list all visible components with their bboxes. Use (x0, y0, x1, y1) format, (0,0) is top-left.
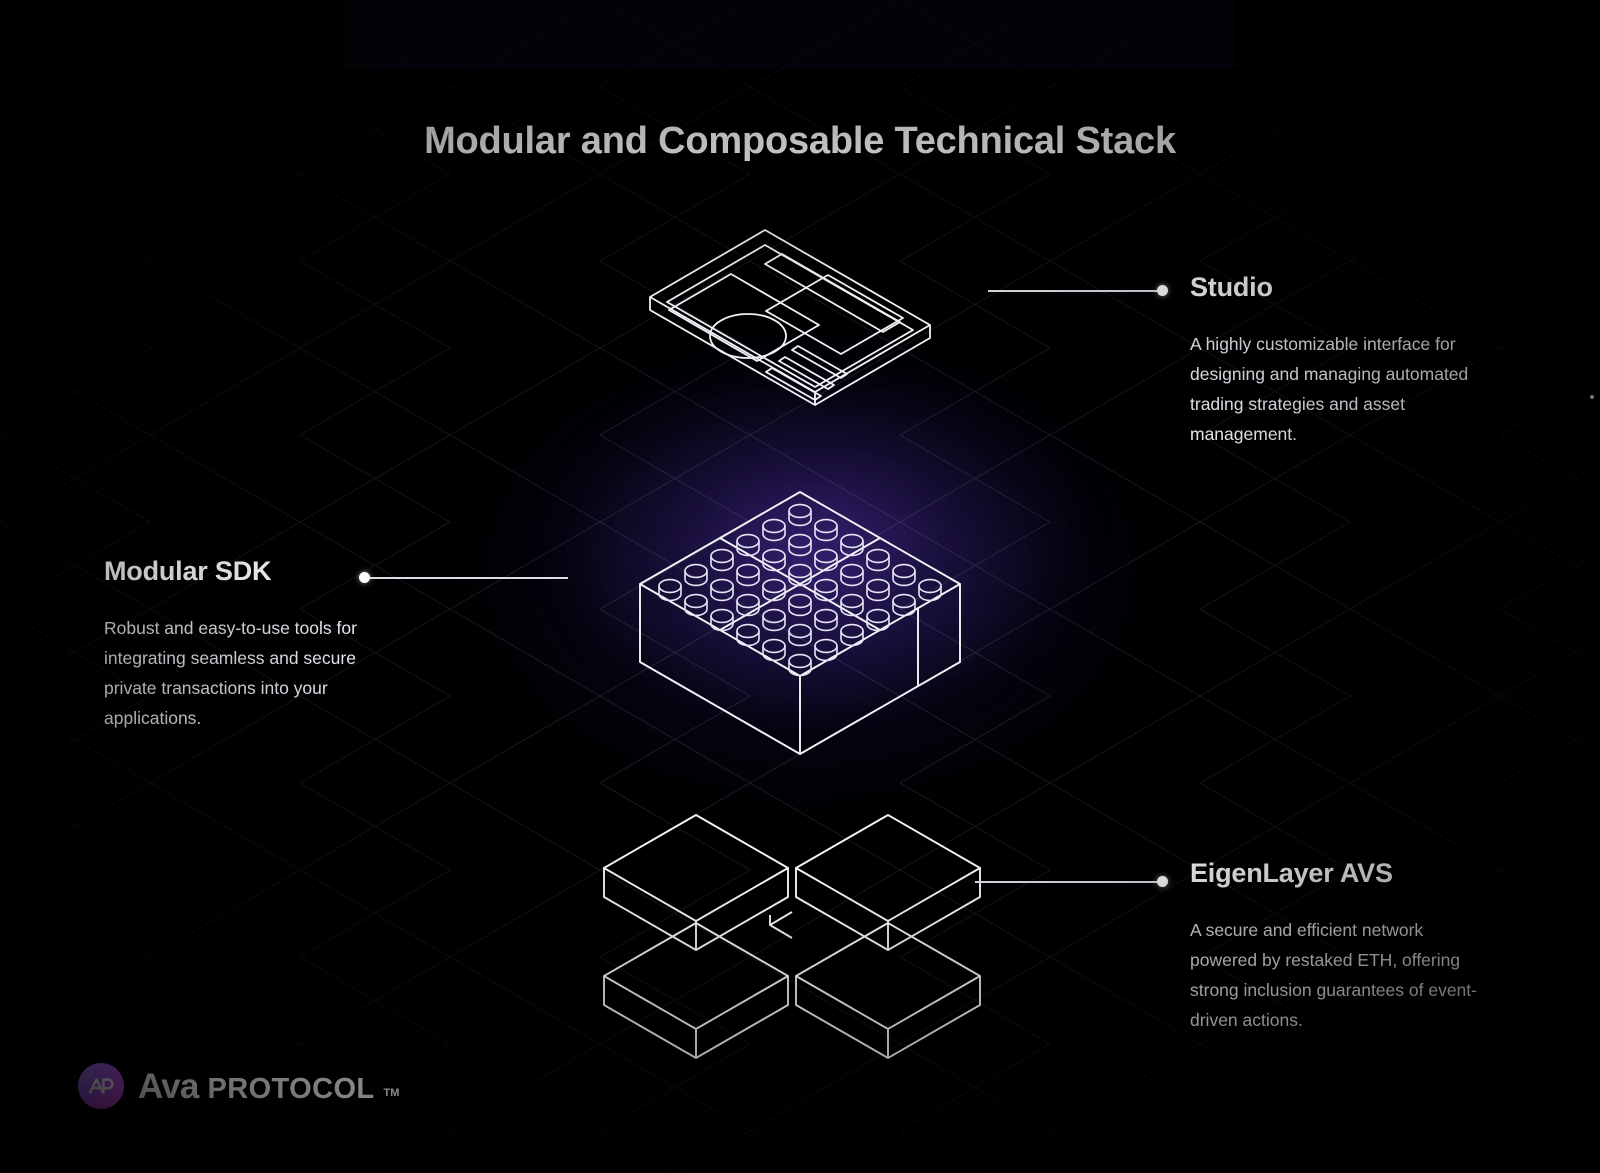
callout-studio: Studio A highly customizable interface f… (1190, 272, 1490, 449)
callout-eigenlayer-avs: EigenLayer AVS A secure and efficient ne… (1190, 858, 1490, 1035)
callout-eigenlayer-avs-heading: EigenLayer AVS (1190, 858, 1393, 888)
callout-eigenlayer-avs-body: A secure and efficient network powered b… (1190, 920, 1477, 1030)
ap-monogram-icon (88, 1078, 114, 1094)
background-purple-core-glow (540, 380, 1100, 740)
brand-logo: Ava PROTOCOL TM (78, 1063, 399, 1109)
callout-modular-sdk-heading: Modular SDK (104, 556, 272, 586)
background-top-band (345, 0, 1235, 68)
stray-speck (1590, 395, 1594, 399)
callout-studio-heading: Studio (1190, 272, 1273, 302)
brand-name-primary: Ava (138, 1066, 199, 1106)
callout-modular-sdk-body: Robust and easy-to-use tools for integra… (104, 618, 357, 728)
page-title: Modular and Composable Technical Stack (424, 120, 1176, 163)
brand-trademark: TM (383, 1086, 400, 1099)
studio-connector-dot (1157, 285, 1168, 296)
callout-studio-body: A highly customizable interface for desi… (1190, 334, 1469, 444)
brand-name-secondary: PROTOCOL (207, 1072, 375, 1105)
ava-protocol-badge-icon (78, 1063, 124, 1109)
studio-connector-line (988, 290, 1166, 292)
eigenlayer-avs-connector-dot (1157, 876, 1168, 887)
brand-wordmark: Ava PROTOCOL TM (138, 1069, 399, 1104)
eigenlayer-avs-connector-line (975, 881, 1165, 883)
callout-modular-sdk: Modular SDK Robust and easy-to-use tools… (104, 556, 404, 733)
